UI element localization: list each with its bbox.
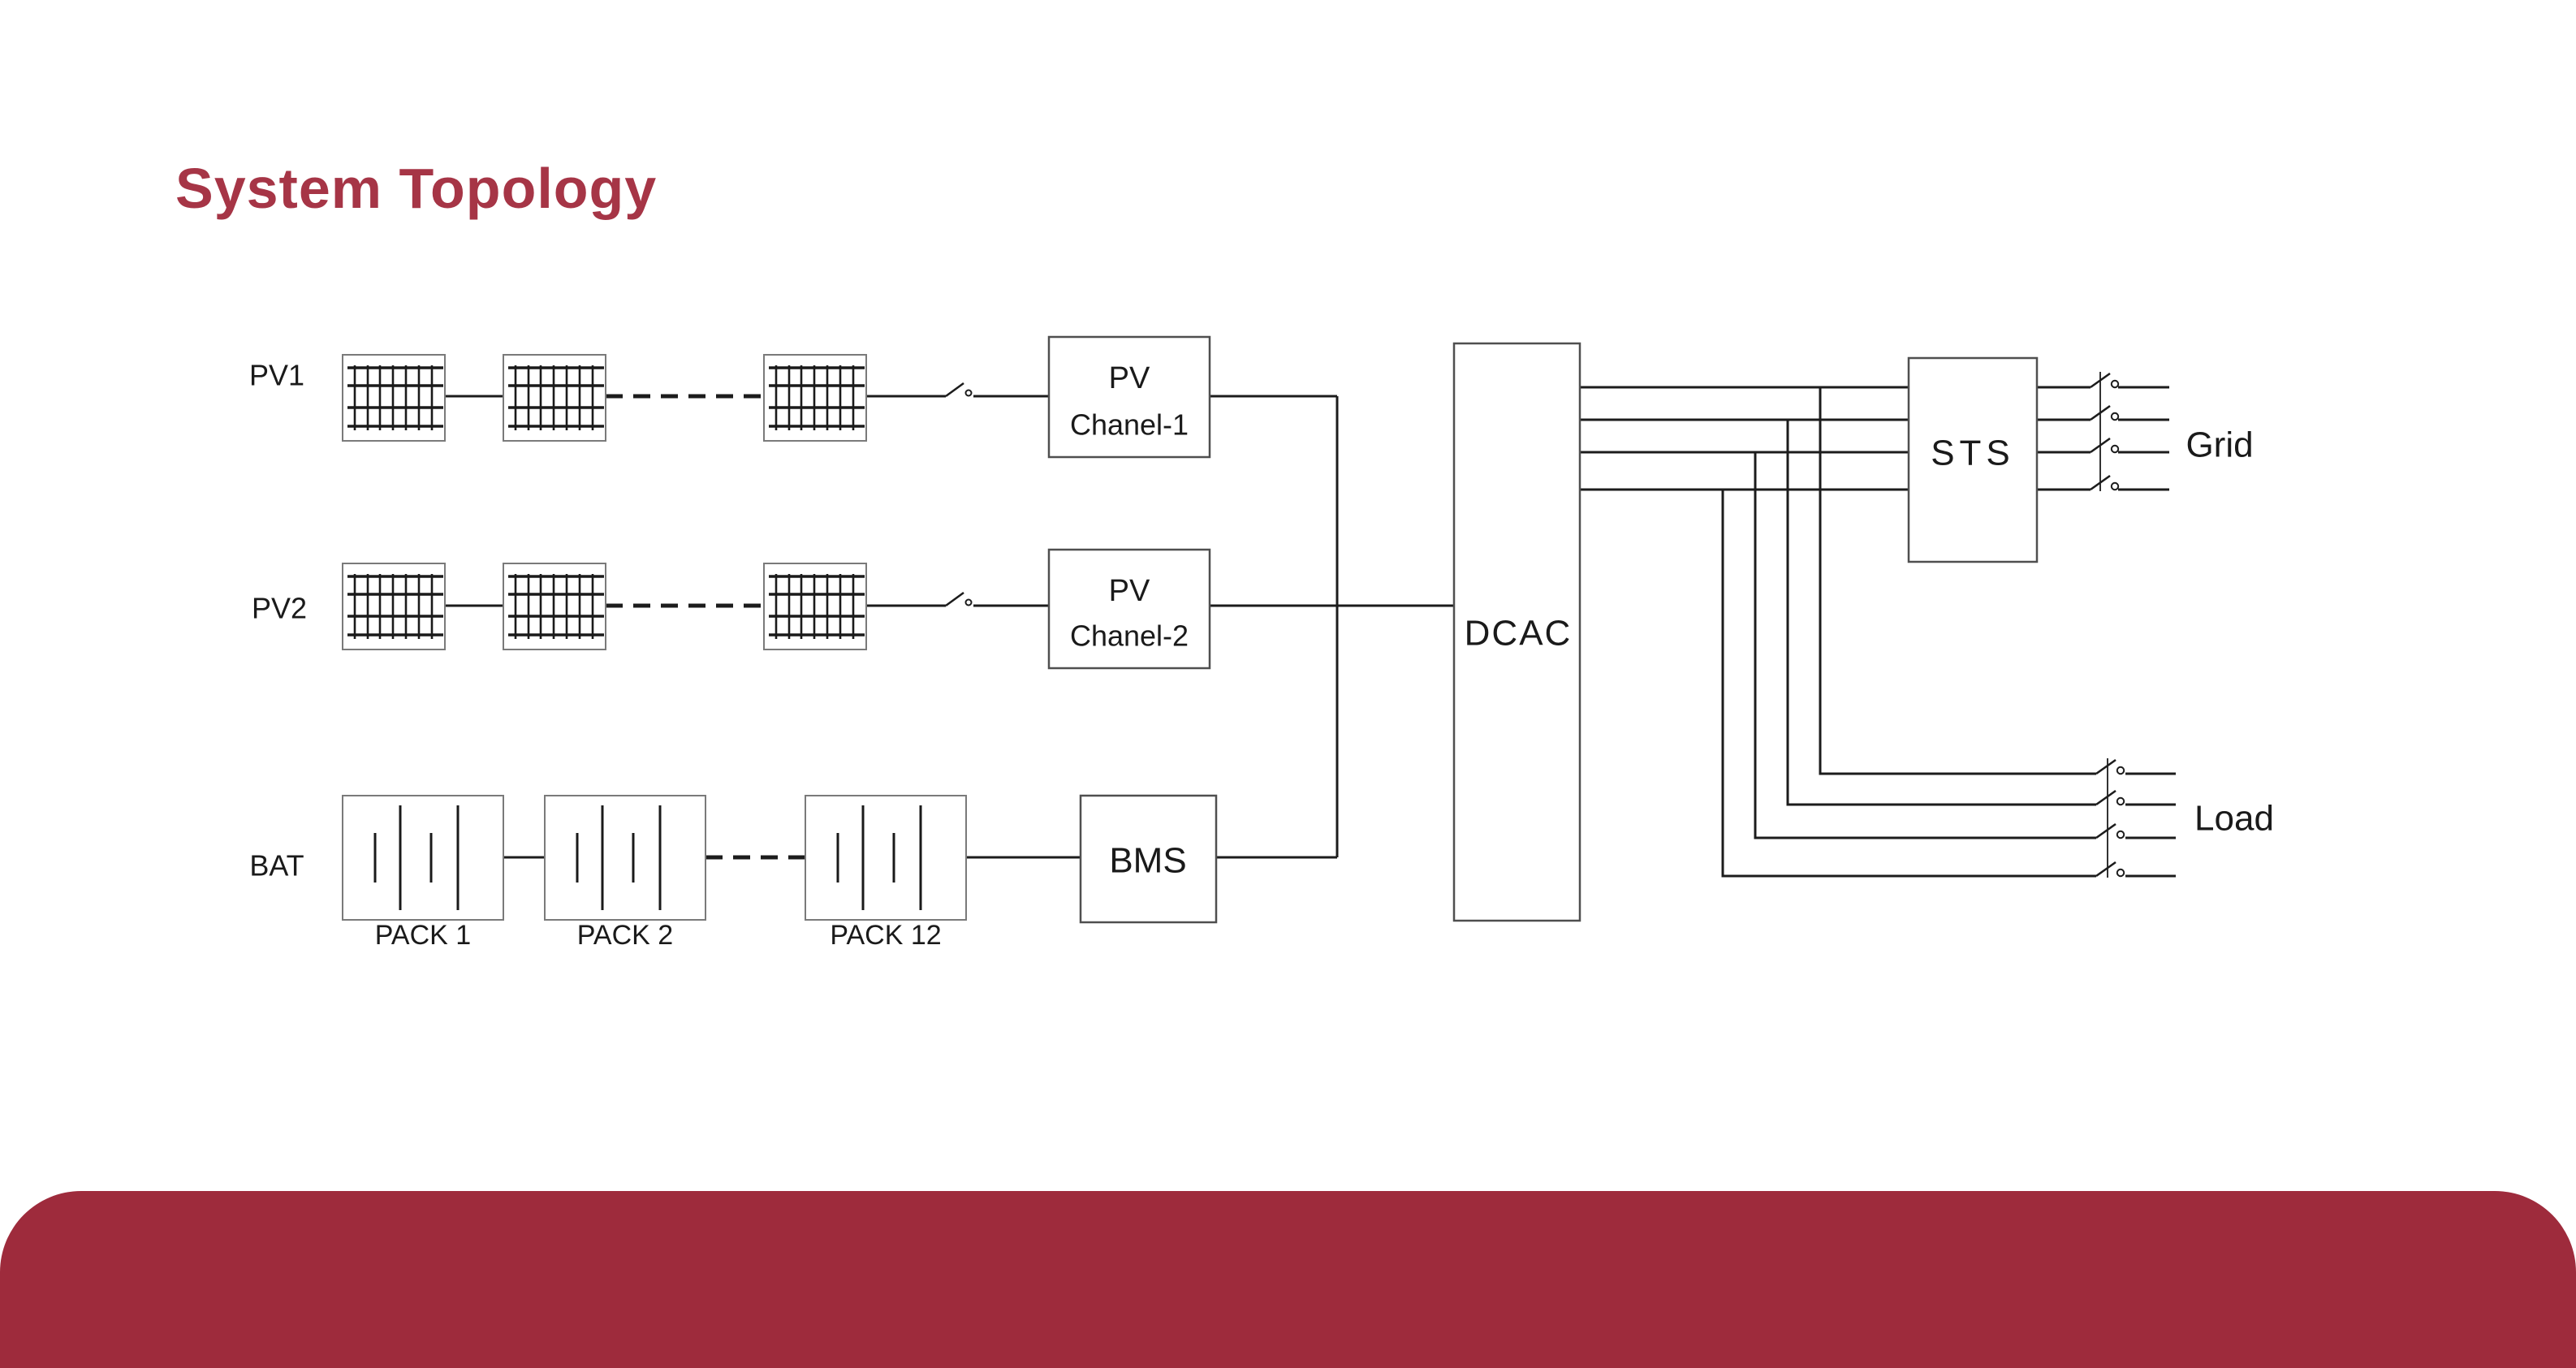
sts-to-grid-wires xyxy=(2037,386,2169,491)
battery-pack-icon xyxy=(804,794,968,921)
pv1-string xyxy=(341,353,868,442)
dcac-to-sts-wires xyxy=(1580,386,1909,491)
pv-channel-1-subtitle: Chanel-1 xyxy=(1070,408,1189,442)
pv2-row-label: PV2 xyxy=(252,592,307,625)
bms-box: BMS xyxy=(1079,794,1218,924)
battery-pack-icon xyxy=(341,794,505,921)
pv1-disconnect-switch-icon xyxy=(944,382,973,398)
load-breaker-switch-icon xyxy=(2095,758,2125,878)
load-terminal-label: Load xyxy=(2194,799,2274,839)
pv-channel-1-box: PV Chanel-1 xyxy=(1047,335,1211,459)
solar-panel-icon xyxy=(341,353,447,442)
page-title: System Topology xyxy=(175,157,658,220)
solar-panel-icon xyxy=(762,562,868,651)
bms-label: BMS xyxy=(1109,841,1186,881)
pack-1-label: PACK 1 xyxy=(375,920,471,951)
footer-accent-band xyxy=(0,1191,2576,1368)
pack-12-label: PACK 12 xyxy=(830,920,941,951)
battery-string xyxy=(341,794,968,921)
pv1-string-wires xyxy=(445,394,1339,857)
dcac-label: DCAC xyxy=(1465,614,1573,654)
pv-channel-1-title: PV xyxy=(1109,361,1150,395)
pv-channel-2-box: PV Chanel-2 xyxy=(1047,548,1211,670)
pv2-disconnect-switch-icon xyxy=(944,591,973,607)
solar-panel-icon xyxy=(341,562,447,651)
pv1-row-label: PV1 xyxy=(249,359,304,392)
sts-label: STS xyxy=(1931,434,2015,473)
pv-channel-2-title: PV xyxy=(1109,574,1150,608)
pack-2-label: PACK 2 xyxy=(577,920,673,951)
dcac-box: DCAC xyxy=(1452,342,1581,922)
sts-box: STS xyxy=(1907,356,2039,563)
grid-terminal-label: Grid xyxy=(2186,425,2253,465)
solar-panel-icon xyxy=(762,353,868,442)
pv-channel-2-subtitle: Chanel-2 xyxy=(1070,619,1189,653)
solar-panel-icon xyxy=(502,353,607,442)
bat-row-label: BAT xyxy=(249,849,304,883)
battery-pack-icon xyxy=(543,794,707,921)
pv2-string xyxy=(341,562,868,651)
load-feeder-wires xyxy=(1721,387,2176,878)
solar-panel-icon xyxy=(502,562,607,651)
grid-breaker-switch-icon xyxy=(2089,372,2120,491)
